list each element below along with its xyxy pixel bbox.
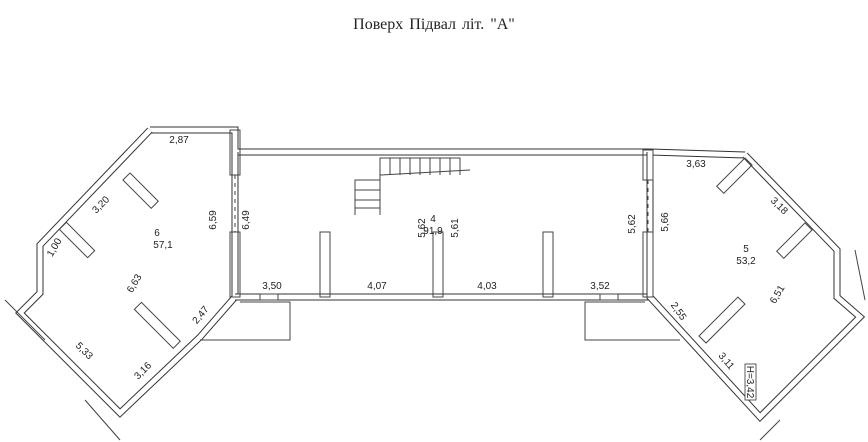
room-4-number: 4 [430,214,436,225]
plan-line [584,301,680,341]
walls [4,126,866,441]
dimension-label: 5,62 [627,214,638,234]
room-5-number: 5 [743,244,749,255]
dimension-label: 3,52 [590,281,610,292]
plan-line [150,127,746,158]
plan-line [716,157,753,194]
plan-line [4,299,46,341]
dimension-label: 5,33 [73,340,95,362]
plan-line [84,399,121,441]
stairs-icon [354,157,471,215]
dimension-label: 5,62 [417,218,428,238]
dimension-label: 6,51 [768,283,787,306]
dimension-label: 2,87 [169,135,189,146]
height-mark: H=3,42 [744,366,755,399]
plan-line [16,128,238,417]
plan-line [319,231,331,298]
plan-line [379,169,471,176]
dimension-label: 3,63 [686,159,706,170]
room-6-number: 6 [154,228,160,239]
plan-line [122,172,159,209]
dimension-label: 6,59 [208,210,219,230]
plan-line [133,301,182,350]
plan-line [200,301,291,341]
plan-line: H=3,42 [744,363,757,401]
dimension-label: 6,63 [125,272,144,295]
labels: 6 57,1 4 91,9 5 53,2 2,87 3,20 1,00 6,59… [45,135,790,401]
plan-line [58,221,96,259]
plan-line [259,293,279,301]
plan-line [698,296,746,344]
dimension-label: 3,50 [262,281,282,292]
room-5-area: 53,2 [736,256,756,267]
plan-title: Поверх Підвал літ. "А" [353,16,515,33]
wall-left-room [15,127,239,418]
plan-line [432,231,444,298]
plan-line [542,231,554,298]
plan-line [599,293,619,301]
plan-line [354,157,461,215]
dimension-label: 5,66 [660,212,671,232]
plan-line [744,363,757,401]
dimension-label: 6,49 [241,210,252,230]
plan-line [854,249,866,301]
dimension-label: 5,61 [450,218,461,238]
dimension-label: 3,20 [90,194,112,216]
plan-line [776,222,813,259]
room-4-area: 91,9 [423,226,443,237]
plan-line [759,419,781,441]
dimension-label: 4,03 [477,281,497,292]
room-6-area: 57,1 [153,240,173,251]
dimension-label: 4,07 [367,281,387,292]
